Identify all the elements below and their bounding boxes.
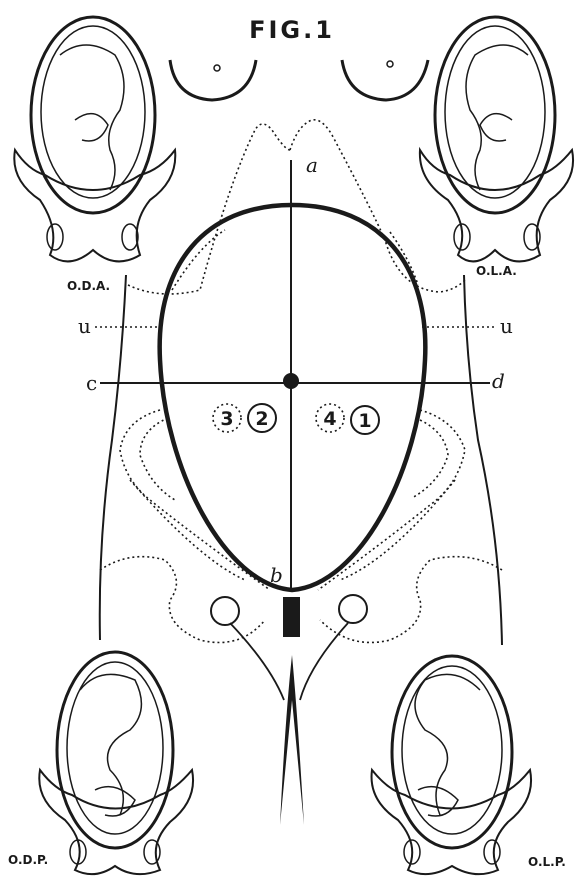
label-odp: O.D.P. (8, 853, 48, 867)
figure-title: FIG.1 (249, 16, 335, 44)
breast-left-icon (170, 60, 256, 100)
uterus-outline (160, 205, 426, 590)
umbilicus-point (283, 373, 299, 389)
fetus-bottom-left-icon: O.D.P. (8, 652, 193, 874)
label-b: b (270, 563, 283, 587)
position-marker-3: 3 (213, 404, 241, 432)
position-marker-1: 1 (351, 406, 379, 434)
label-u-right: u (500, 314, 513, 338)
fetus-top-left-icon: O.D.A. (14, 17, 175, 293)
obturator-right (339, 595, 367, 623)
label-c: c (86, 371, 97, 395)
label-u-left: u (78, 314, 91, 338)
svg-text:2: 2 (255, 408, 268, 430)
svg-text:1: 1 (358, 410, 371, 432)
obturator-left (211, 597, 239, 625)
label-ola: O.L.A. (476, 264, 517, 278)
label-olp: O.L.P. (528, 855, 566, 869)
pelvis-outline-icon (100, 410, 502, 643)
svg-text:3: 3 (220, 408, 233, 430)
svg-text:4: 4 (323, 408, 336, 430)
vulva-icon (230, 623, 348, 825)
label-oda: O.D.A. (67, 279, 110, 293)
symphysis-pubis (283, 597, 300, 637)
position-marker-2: 2 (248, 404, 276, 432)
label-d: d (492, 369, 505, 393)
fetus-bottom-right-icon: O.L.P. (372, 656, 566, 874)
label-a: a (306, 153, 318, 177)
breast-right-icon (342, 60, 428, 100)
fetus-top-right-icon: O.L.A. (420, 17, 573, 278)
position-marker-4: 4 (316, 404, 344, 432)
